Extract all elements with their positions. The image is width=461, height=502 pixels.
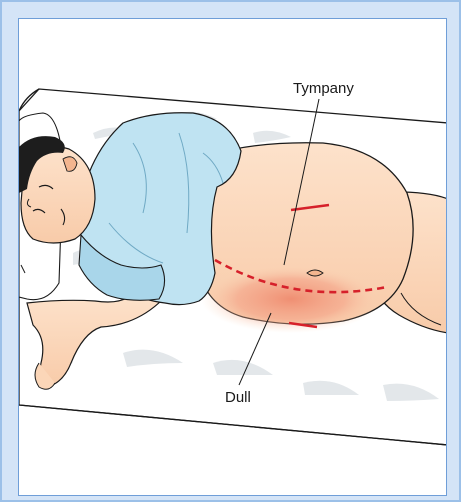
- illustration-panel: Tympany Dull: [18, 18, 447, 496]
- tympany-label: Tympany: [293, 80, 354, 97]
- patient-illustration: Tympany Dull: [19, 19, 446, 495]
- dull-label: Dull: [225, 389, 251, 406]
